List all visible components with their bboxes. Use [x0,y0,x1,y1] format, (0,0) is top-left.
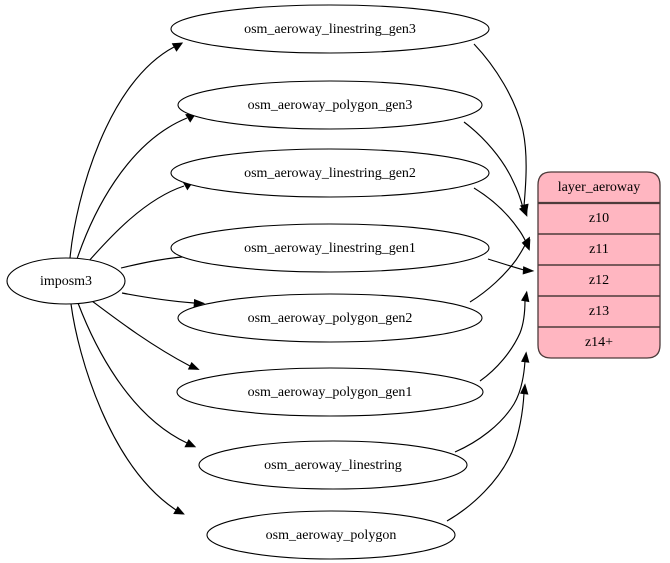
arrow-head [184,439,197,448]
edge-linestring-gen1-to-z12 [487,258,535,275]
edge-path [473,43,527,207]
node-imposm3-label: imposm3 [40,274,92,289]
arrow-head [173,506,185,515]
arrow-head [171,42,184,52]
node-osm_aeroway_linestring_gen3[interactable]: osm_aeroway_linestring_gen3 [170,4,490,54]
node-label: osm_aeroway_polygon_gen1 [248,385,413,400]
node-osm_aeroway_polygon_gen1[interactable]: osm_aeroway_polygon_gen1 [176,367,484,417]
edge-path [70,303,177,511]
table-row-z11-label: z11 [589,242,609,257]
arrow-head [521,351,530,363]
edge-linestring-gen3-to-z10 [473,43,529,216]
node-osm_aeroway_linestring_gen1[interactable]: osm_aeroway_linestring_gen1 [170,223,490,273]
node-shape[interactable] [170,148,490,198]
edge-path [69,46,175,259]
arrow-head [521,236,530,249]
node-label: osm_aeroway_linestring_gen3 [244,22,416,37]
edge-path [479,299,526,382]
edge-polygon-to-z14plus [446,383,529,522]
edge-imposm3-to-linestring-gen3 [69,42,184,259]
edge-polygon-gen3-to-z10 [463,121,528,217]
table-row-z14plus-label: z14+ [585,335,613,350]
node-label: osm_aeroway_polygon [266,528,397,543]
arrow-head [522,266,535,275]
edge-path [77,302,188,444]
edge-imposm3-to-polygon-gen1 [91,300,200,370]
edge-path [469,244,526,303]
edge-polygon-gen1-to-z12 [479,290,530,382]
node-shape[interactable] [177,293,483,343]
arrow-head [520,383,529,395]
edge-path [87,185,185,263]
node-shape[interactable] [170,4,490,54]
edge-group-table [446,43,535,522]
node-label: osm_aeroway_polygon_gen2 [248,311,413,326]
node-imposm3-shape[interactable] [6,257,126,305]
edge-path [121,292,195,304]
edge-imposm3-to-linestring [77,302,197,448]
edge-path [446,392,525,522]
node-shape[interactable] [176,367,484,417]
node-shape[interactable] [206,510,456,560]
node-label: osm_aeroway_polygon_gen3 [248,98,413,113]
node-label: osm_aeroway_linestring [264,458,402,473]
node-osm_aeroway_polygon[interactable]: osm_aeroway_polygon [206,510,456,560]
edge-path [76,117,188,260]
node-osm_aeroway_linestring[interactable]: osm_aeroway_linestring [198,440,468,490]
edge-imposm3-to-polygon-gen3 [76,113,197,260]
node-layer-aeroway-table[interactable]: layer_aeroway z10 z11 z12 z13 z14+ [537,171,661,359]
node-osm_aeroway_polygon_gen2[interactable]: osm_aeroway_polygon_gen2 [177,293,483,343]
edge-path [473,187,527,243]
edge-imposm3-to-polygon [70,303,185,515]
edge-imposm3-to-polygon-gen2 [121,292,206,308]
edge-linestring-to-z13 [454,351,530,453]
node-shape[interactable] [170,223,490,273]
arrow-head [521,290,530,303]
edge-path [487,258,525,271]
node-osm_aeroway_polygon_gen3[interactable]: osm_aeroway_polygon_gen3 [177,80,483,130]
table-row-z10-label: z10 [589,211,609,226]
edge-path [91,300,191,367]
edge-path [454,360,526,453]
node-osm_aeroway_linestring_gen2[interactable]: osm_aeroway_linestring_gen2 [170,148,490,198]
node-label: osm_aeroway_linestring_gen2 [244,166,416,181]
table-row-z13-label: z13 [589,304,609,319]
table-row-z12-label: z12 [589,273,609,288]
table-row-header-label: layer_aeroway [558,180,640,195]
edge-path [463,121,524,209]
node-label: osm_aeroway_linestring_gen1 [244,241,416,256]
arrow-head [187,361,200,370]
node-imposm3[interactable]: imposm3 [6,257,126,305]
edge-polygon-gen2-to-z11 [469,236,530,303]
node-shape[interactable] [198,440,468,490]
arrow-head [518,205,528,217]
node-shape[interactable] [177,80,483,130]
